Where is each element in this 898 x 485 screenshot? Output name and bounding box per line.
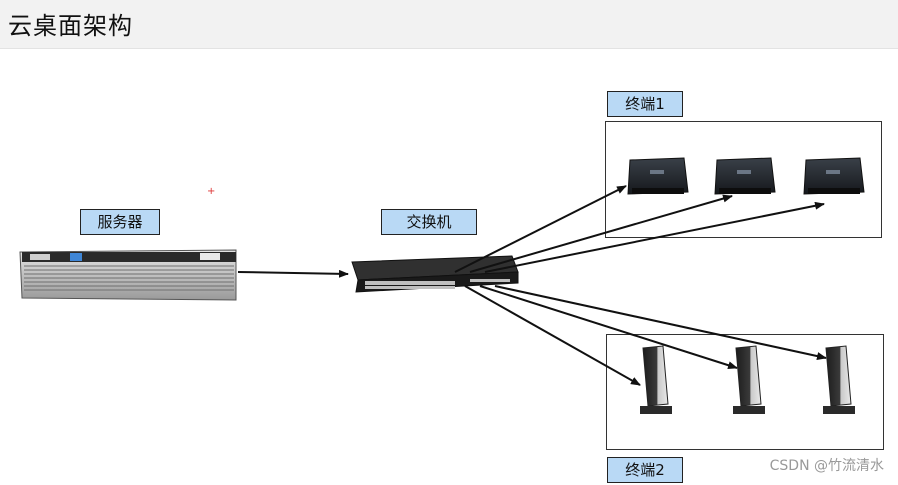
- thin-client-box-icon: [627, 157, 689, 195]
- thin-client-tower-icon: [640, 345, 672, 414]
- terminal-group-1-label: 终端1: [607, 91, 683, 117]
- arrow-switch-to-terminal-1a: [454, 185, 627, 273]
- title-bar: 云桌面架构: [0, 0, 898, 49]
- rack-server-icon: [19, 249, 237, 301]
- watermark: CSDN @竹流清水: [769, 458, 884, 474]
- switch-label: 交换机: [381, 209, 477, 235]
- thin-client-tower-icon: [823, 345, 855, 414]
- thin-client-box-icon: [803, 157, 865, 195]
- thin-client-tower-icon: [733, 345, 765, 414]
- terminal-group-2-label: 终端2: [607, 457, 683, 483]
- arrow-switch-to-terminal-1b: [469, 194, 733, 273]
- red-mark: +: [207, 186, 215, 197]
- network-switch-icon: [351, 255, 519, 293]
- page-title: 云桌面架构: [8, 12, 133, 40]
- arrow-switch-to-terminal-2a: [464, 285, 641, 386]
- arrow-switch-to-terminal-1c: [484, 201, 825, 273]
- thin-client-box-icon: [714, 157, 776, 195]
- arrow-switch-to-terminal-2b: [479, 285, 738, 370]
- arrow-switch-to-terminal-2c: [494, 285, 827, 360]
- server-label: 服务器: [80, 209, 160, 235]
- arrow-server-to-switch: [237, 269, 349, 278]
